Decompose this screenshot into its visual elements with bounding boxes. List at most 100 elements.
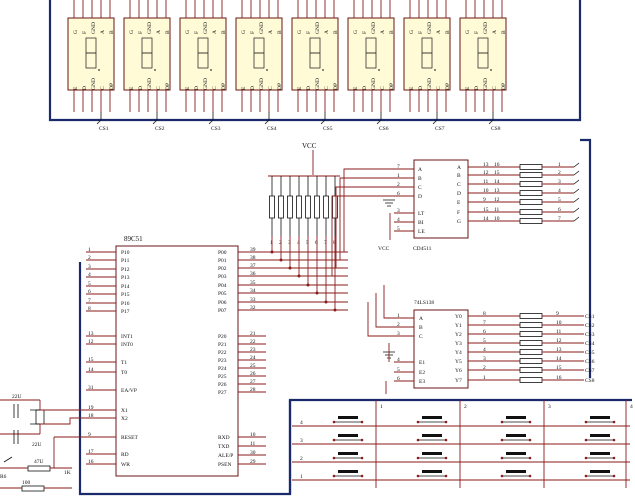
vcc-top: VCC	[302, 142, 317, 175]
ls138-body	[413, 309, 469, 389]
mcu-pin-name-left: P13	[121, 275, 130, 281]
keypad-row-num: 1	[300, 474, 303, 480]
mcu-pin-name-right: PSEN	[218, 462, 231, 468]
display-pin-label-top: A	[436, 30, 442, 34]
decimal-point	[266, 69, 268, 71]
cd4511-in-name: D	[418, 194, 422, 200]
ls138-out-mid: 5	[483, 338, 486, 344]
display-pin-label-bottom: GND	[259, 78, 265, 90]
mcu-pin-num-right: 39	[250, 247, 256, 253]
display-pin-label-bottom: E	[129, 86, 135, 90]
mcu-pin-num-right: 22	[250, 339, 256, 345]
key-terminal	[416, 474, 420, 478]
mcu-pin-num-left: 15	[88, 357, 94, 363]
cd4511-out-far: 13	[494, 188, 500, 194]
key-switch	[500, 452, 532, 460]
display-pin-label-bottom: E	[409, 86, 415, 90]
mcu-pin-num-left: 6	[88, 289, 91, 295]
display-pin-label-bottom: GND	[91, 78, 97, 90]
crystal-cap-wire	[0, 399, 40, 435]
mcu-pin-num-left: 19	[88, 405, 94, 411]
display-pin-label-top: G	[73, 30, 79, 34]
segment-bus-entry	[573, 162, 580, 168]
ls138-in-name: A	[419, 316, 423, 322]
segment-bus-entry	[573, 216, 580, 222]
display-pin-label-top: B	[221, 30, 227, 34]
display-pin-label-bottom: C	[100, 86, 106, 90]
decimal-point	[98, 69, 100, 71]
cap2-label: 22U	[32, 442, 42, 448]
key-terminal	[444, 474, 448, 478]
mcu-pin-num-right: 27	[250, 379, 256, 385]
cs-tick	[152, 119, 158, 125]
segment-num: 1	[558, 162, 561, 168]
mcu-pin-name-right: ALE/P	[218, 453, 233, 459]
mcu-pin-num-right: 21	[250, 331, 256, 337]
ls138-out-name: Y7	[455, 378, 462, 384]
cd4511-body	[413, 159, 469, 239]
display-pin-label-top: B	[501, 30, 507, 34]
display-pin-label-top: F	[474, 31, 480, 34]
segment-resistor	[519, 164, 543, 170]
key-cap	[590, 434, 610, 437]
decimal-point	[378, 69, 380, 71]
keypad-col-num: 2	[464, 404, 467, 410]
display-pin-label-top: B	[333, 30, 339, 34]
ls138-out-mid: 6	[483, 329, 486, 335]
mcu-pin-num-left: 14	[88, 367, 94, 373]
display-pin-label-top: A	[268, 30, 274, 34]
display-pin-label-top: A	[156, 30, 162, 34]
mcu-pin-num-right: 11	[250, 441, 256, 447]
res-number: 7	[324, 240, 327, 246]
key-terminal	[416, 438, 420, 442]
res-number: 8	[333, 240, 336, 246]
display-pin-label-top: F	[306, 31, 312, 34]
display-pin-label-bottom: E	[297, 86, 303, 90]
pullup-resistor	[278, 195, 284, 219]
display-pin-label-top: GND	[371, 22, 377, 34]
segment-resistor	[519, 172, 543, 178]
display-pin-label-top: B	[109, 30, 115, 34]
cd4511-name: CD4511	[413, 246, 432, 252]
cs-label: CS3	[211, 126, 221, 132]
ls138-in-name: E2	[419, 370, 425, 376]
display-pin-label-bottom: DP	[501, 83, 507, 90]
mcu-pin-name-left: EA/VP	[121, 388, 137, 394]
cd4511-data-wire	[339, 177, 394, 260]
cs-resistor	[519, 340, 543, 346]
display-bus	[48, 0, 632, 496]
key-switch	[332, 416, 364, 424]
key-terminal	[332, 456, 336, 460]
ls138-cs-label: CS7	[585, 368, 595, 374]
cd4511-out-num: 11	[483, 179, 489, 185]
mcu-pin-name-right: P24	[218, 366, 227, 372]
cd4511-in-num: 2	[397, 182, 400, 188]
display-pin-label-bottom: E	[185, 86, 191, 90]
display-pin-label-top: G	[129, 30, 135, 34]
mcu-pin-name-left: RD	[121, 452, 129, 458]
cd4511-out-num: 9	[483, 197, 486, 203]
cd4511-in-num: 1	[397, 173, 400, 179]
mcu-pin-name-right: P27	[218, 390, 227, 396]
pullup-resistor	[287, 195, 293, 219]
display-pin-label-bottom: D	[194, 86, 200, 90]
res3-label: 1K	[64, 470, 71, 476]
key-cap	[338, 434, 358, 437]
cs-label: CS7	[435, 126, 445, 132]
display-pin-label-top: G	[353, 30, 359, 34]
key-terminal	[332, 438, 336, 442]
ls138-cs-label: CS3	[585, 332, 595, 338]
segment-resistor	[519, 199, 543, 205]
ls138-out-mid: 2	[483, 365, 486, 371]
pullup-resistor	[332, 195, 338, 219]
cd4511-out-name: A	[457, 165, 461, 171]
cd4511-out-far: 10	[494, 216, 500, 222]
display-pin-label-bottom: D	[138, 86, 144, 90]
display-pin-label-bottom: GND	[203, 78, 209, 90]
cs-tick	[96, 119, 102, 125]
segment-bus-entry	[573, 197, 580, 203]
mcu-pin-num-left: 18	[88, 413, 94, 419]
display-pin-label-bottom: E	[73, 86, 79, 90]
junction	[333, 308, 337, 312]
